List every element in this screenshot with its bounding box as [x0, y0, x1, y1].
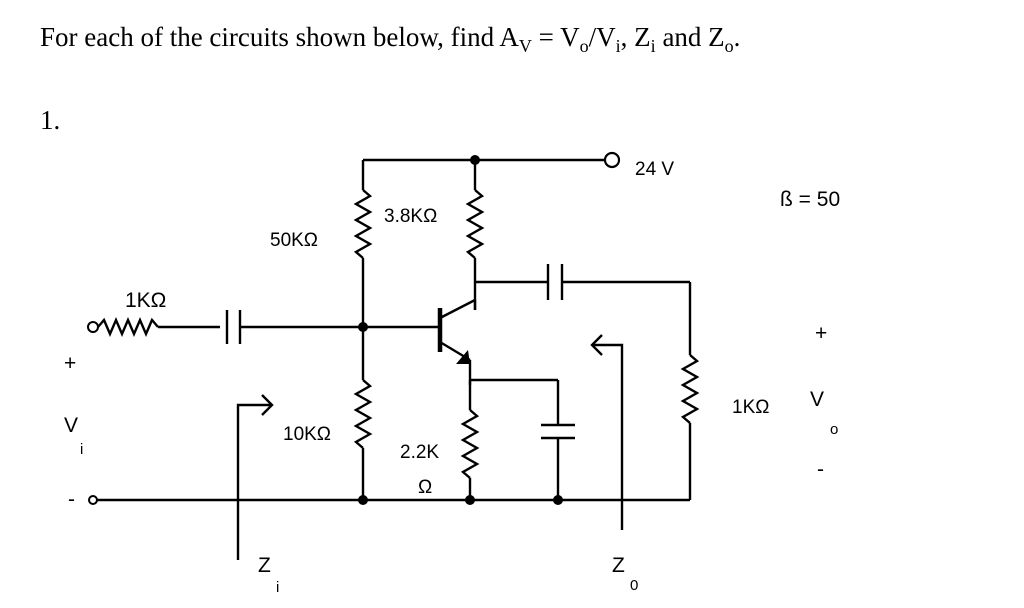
ground-rail [88, 495, 690, 505]
bypass-capacitor [541, 423, 575, 500]
zo-symbol: Z [612, 554, 625, 577]
vi-subscript-label: i [80, 441, 83, 458]
zi-subscript-label: i [276, 579, 279, 596]
vo-subscript-label: o [830, 421, 838, 438]
emitter-wire [470, 378, 560, 425]
rl-label: 1KΩ [732, 397, 769, 418]
resistor-load [680, 354, 700, 500]
resistor-rb1 [353, 189, 373, 330]
zo-subscript: o [724, 36, 734, 56]
resistor-rc [465, 189, 485, 310]
supply-voltage-label: 24 V [635, 159, 674, 180]
rb1-label: 50KΩ [270, 230, 318, 251]
vo-minus-sign: - [817, 458, 824, 481]
zo-subscript-label: 0 [630, 577, 638, 594]
vi-plus-sign: + [64, 352, 76, 375]
vi-minus-sign: - [68, 488, 75, 511]
beta-label: ß = 50 [780, 188, 840, 211]
re-label-unit: Ω [418, 477, 432, 498]
vi-subscript: i [615, 36, 621, 56]
rc-label: 3.8KΩ [384, 206, 437, 227]
zo-arrow-icon [590, 334, 624, 530]
resistor-rb2 [353, 327, 373, 500]
zi-subscript: i [650, 36, 656, 56]
question-text: For each of the circuits shown below, fi… [40, 22, 741, 56]
vo-subscript: o [579, 36, 589, 56]
supply-terminal-icon [603, 151, 621, 169]
zi-arrow-icon [236, 394, 274, 560]
re-label-value: 2.2K [400, 442, 439, 463]
supply-rail [361, 155, 604, 190]
collector-wire [475, 264, 692, 355]
vi-symbol: V [64, 414, 78, 437]
rs-label: 1KΩ [125, 289, 166, 312]
vo-symbol: V [810, 388, 824, 411]
av-subscript: V [518, 36, 532, 56]
zi-symbol: Z [258, 554, 271, 577]
vo-plus-sign: + [815, 322, 827, 345]
problem-number: 1. [40, 105, 61, 135]
input-capacitor [225, 310, 440, 344]
vi-terminal-icon [87, 321, 99, 333]
rb2-label: 10KΩ [283, 424, 331, 445]
resistor-source [97, 316, 220, 338]
resistor-re [460, 380, 480, 500]
npn-transistor-icon [437, 298, 477, 385]
